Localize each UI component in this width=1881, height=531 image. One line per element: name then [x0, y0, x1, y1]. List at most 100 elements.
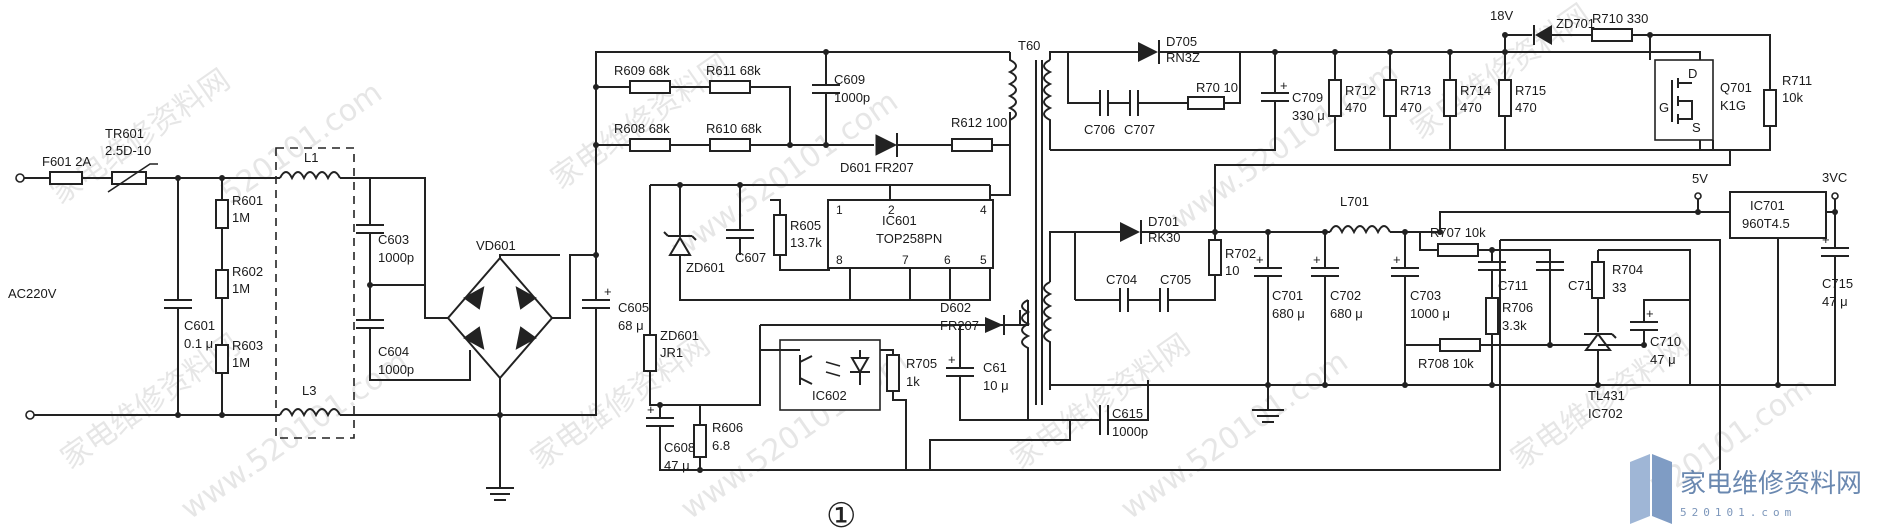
logo-url: 520101.com: [1680, 506, 1796, 519]
c605-label: C605: [618, 300, 649, 315]
r70-label: R70 10: [1196, 80, 1238, 95]
v18-label: 18V: [1490, 8, 1513, 23]
ic601-pin1: 1: [836, 203, 843, 217]
ground-symbol: [486, 487, 514, 501]
c709-label: C709: [1292, 90, 1323, 105]
resistor-r708: [1439, 338, 1481, 352]
tl431-label: TL431: [1588, 388, 1625, 403]
l3-label: L3: [302, 383, 316, 398]
c702-plus: +: [1313, 252, 1321, 267]
c61-label: C61: [983, 360, 1007, 375]
zener-zd701: [1535, 25, 1552, 45]
resistor-r715: [1498, 79, 1512, 117]
r603-label: R603: [232, 338, 263, 353]
c605-plus: +: [604, 284, 612, 299]
q701-value: K1G: [1720, 98, 1746, 113]
logo-text: 家电维修资料网: [1680, 469, 1862, 499]
resistor-r605: [773, 214, 787, 256]
r706-value: 3.3k: [1502, 318, 1527, 333]
fuse-f601: [49, 171, 83, 185]
secondary-18v: D705 RN3Z C706 C707 R70 10 + C709 330 μ …: [1049, 8, 1812, 230]
r702-label: R702: [1225, 246, 1256, 261]
figure-number: ①: [826, 496, 856, 531]
ic601-part: TOP258PN: [876, 231, 942, 246]
c603-label: C603: [378, 232, 409, 247]
ic601-pin7: 7: [902, 253, 909, 267]
ic601-pin4: 4: [980, 203, 987, 217]
resistor-r612: [951, 138, 993, 152]
r603-value: 1M: [232, 355, 250, 370]
ic701-label: IC701: [1750, 198, 1785, 213]
c703-value: 1000 μ: [1410, 306, 1450, 321]
r610-label: R610 68k: [706, 121, 762, 136]
ic701-regulator: IC701 960T4.5 3VC + C715 47 μ: [1729, 170, 1853, 385]
emi-filter: L1 L3 C603 1000p C604 1000p: [275, 147, 560, 439]
ac-terminal-top: [15, 173, 25, 183]
c603-value: 1000p: [378, 250, 414, 265]
d602-label: D602: [940, 300, 971, 315]
diode-d705: [1138, 42, 1158, 62]
c61-value: 10 μ: [983, 378, 1009, 393]
zd601b-label: ZD601: [660, 328, 699, 343]
resistor-r606: [693, 424, 707, 458]
resistor-r705: [886, 354, 900, 392]
r601-label: R601: [232, 193, 263, 208]
resistor-r702: [1208, 239, 1222, 276]
logo-book-icon: [1630, 454, 1650, 524]
r711-value: 10k: [1782, 90, 1803, 105]
ic601-pin5: 5: [980, 253, 987, 267]
resistor-r711: [1763, 89, 1777, 127]
r601-value: 1M: [232, 210, 250, 225]
c615-value: 1000p: [1112, 424, 1148, 439]
r712-value: 470: [1345, 100, 1367, 115]
c715-label: C715: [1822, 276, 1853, 291]
c715-plus: +: [1822, 232, 1830, 247]
r705-value: 1k: [906, 374, 920, 389]
inductor-l701: [1329, 225, 1391, 235]
r609-label: R609 68k: [614, 63, 670, 78]
resistor-r610: [709, 138, 751, 152]
resistor-r706: [1485, 297, 1499, 335]
input-section: AC220V F601 2A TR601 2.5D-10 C601 0.1 μ …: [8, 126, 280, 420]
d701-label: D701: [1148, 214, 1179, 229]
aux-rectifier: D602 FR207 + C61 10 μ C615 1000p: [940, 300, 1149, 439]
ic702-label: IC702: [1588, 406, 1623, 421]
r602-value: 1M: [232, 281, 250, 296]
r705-label: R705: [906, 356, 937, 371]
c604-value: 1000p: [378, 362, 414, 377]
resistor-r603: [215, 344, 229, 374]
resistor-r609: [629, 80, 671, 94]
r606-label: R606: [712, 420, 743, 435]
v5-label: 5V: [1692, 171, 1708, 186]
ic601-pin8: 8: [836, 253, 843, 267]
tr601-value: 2.5D-10: [105, 143, 151, 158]
resistor-r602: [215, 269, 229, 299]
c703-label: C703: [1410, 288, 1441, 303]
c709-value: 330 μ: [1292, 108, 1325, 123]
ic601-pin2: 2: [888, 203, 895, 217]
diode-d701: [1120, 222, 1140, 242]
c608-label: C608: [664, 440, 695, 455]
watermark-text: 家电维修资料网: [1005, 327, 1197, 476]
ground-symbol-secondary: [1252, 385, 1284, 423]
r714-value: 470: [1460, 100, 1482, 115]
ic602-label: IC602: [812, 388, 847, 403]
resistor-zd601-jr1: [643, 334, 657, 372]
c701-plus: +: [1256, 252, 1264, 267]
resistor-r713: [1383, 79, 1397, 117]
q701-pin-g: G: [1659, 100, 1669, 115]
resistor-r710: [1591, 28, 1633, 42]
r714-label: R714: [1460, 83, 1491, 98]
q701-pin-d: D: [1688, 66, 1697, 81]
r611-label: R611 68k: [706, 63, 761, 78]
c609-value: 1000p: [834, 90, 870, 105]
c601-value: 0.1 μ: [184, 336, 213, 351]
c705-label: C705: [1160, 272, 1191, 287]
resistor-r712: [1328, 79, 1342, 117]
ac-input-label: AC220V: [8, 286, 57, 301]
watermark-text: 520101.com: [215, 75, 389, 212]
r707-label: R707 10k: [1430, 225, 1486, 240]
l1-label: L1: [304, 150, 318, 165]
tl431-shunt: [1584, 332, 1612, 351]
d601-label: D601 FR207: [840, 160, 914, 175]
